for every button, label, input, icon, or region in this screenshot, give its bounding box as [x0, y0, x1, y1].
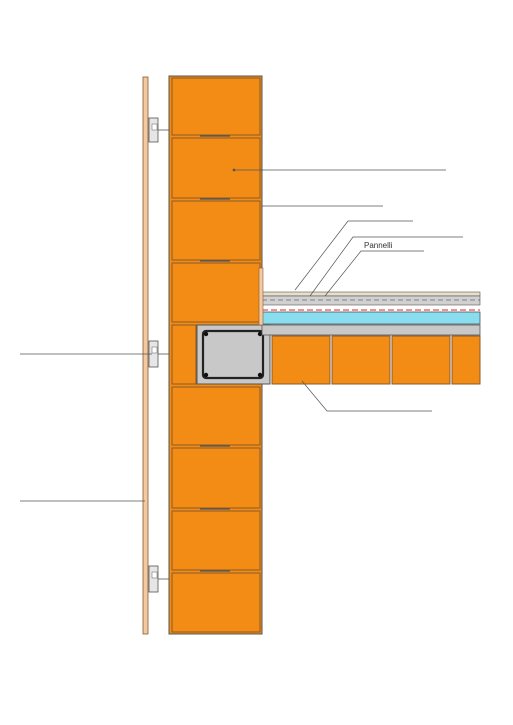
rebar: [203, 331, 209, 337]
brick-courses: [171, 77, 261, 633]
concrete-ring-beam: [196, 324, 271, 385]
brick: [171, 386, 261, 446]
brick: [171, 447, 261, 509]
brick: [171, 137, 261, 199]
brick: [171, 200, 261, 261]
slab-block: [331, 335, 391, 385]
cladding-board: [142, 76, 149, 635]
floor-buildup: [258, 267, 481, 326]
insulation-panels: [261, 311, 481, 325]
leader-screed: [309, 236, 463, 297]
floor-screed: [261, 295, 481, 306]
leader-panels: [324, 250, 424, 297]
cladding-bracket-bottom: [148, 565, 170, 593]
edge-insulation-strip: [258, 267, 264, 326]
brick: [171, 510, 261, 571]
rebar: [257, 372, 263, 378]
mortar-joints: [200, 135, 230, 572]
brick: [171, 77, 261, 136]
leader-finish: [294, 220, 413, 291]
floor-slab-blocks: [271, 335, 481, 385]
label-panels: Pannelli: [364, 241, 393, 250]
floor-finish: [261, 291, 481, 297]
edge-brick: [171, 324, 197, 385]
leader-slab: [301, 380, 432, 412]
cladding-bracket-top: [148, 117, 170, 143]
slab-block: [451, 335, 481, 385]
slab-topping: [261, 324, 481, 336]
brick: [171, 572, 261, 633]
cladding-bracket-middle: [148, 340, 170, 368]
stirrup: [201, 329, 265, 380]
rebar: [257, 331, 263, 337]
leader-lines: [20, 168, 463, 502]
brick: [171, 262, 261, 323]
slab-block: [391, 335, 451, 385]
rebar: [203, 372, 209, 378]
slab-block: [271, 335, 331, 385]
